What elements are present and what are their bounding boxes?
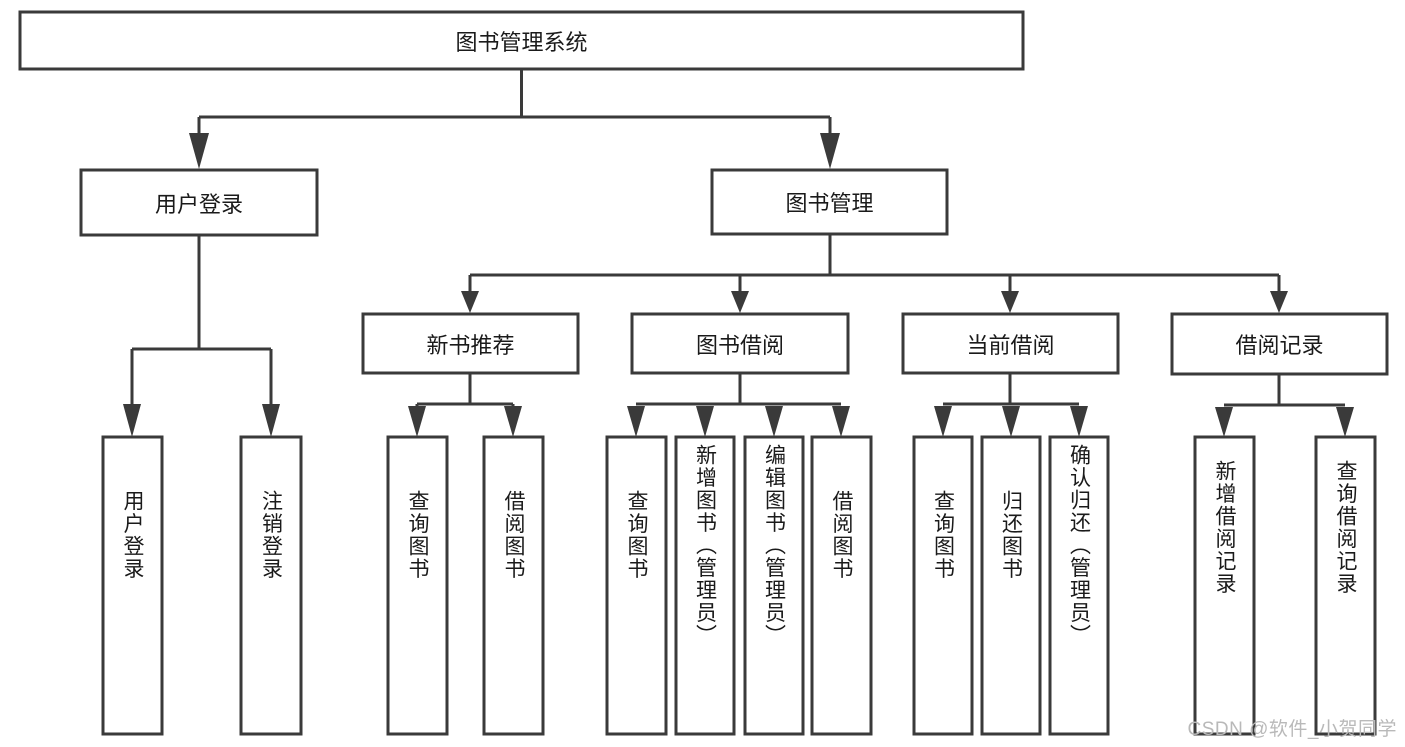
node-leaf-query-record[interactable] — [1314, 435, 1377, 736]
node-leaf-edit-book[interactable] — [743, 435, 805, 736]
arrow-head-leaf-add-record — [1215, 407, 1233, 437]
arrow-head-leaf-return-book — [1002, 406, 1020, 437]
arrow-head-leaf-borrow-book-2 — [832, 406, 850, 437]
node-book-borrow[interactable] — [630, 312, 850, 375]
arrow-head-leaf-query-book-1 — [408, 406, 426, 437]
node-leaf-query-book-2[interactable] — [605, 435, 668, 736]
arrow-head-leaf-logout — [262, 404, 280, 437]
arrow-head-current-borrow — [1001, 291, 1019, 313]
arrow-head-new-book-rec — [461, 291, 479, 313]
node-user-login[interactable] — [79, 168, 319, 237]
arrow-head-leaf-query-record — [1336, 407, 1354, 437]
arrow-head-leaf-borrow-book-1 — [504, 406, 522, 437]
arrow-head-leaf-user-login — [123, 404, 141, 437]
node-new-book-rec[interactable] — [361, 312, 580, 375]
node-leaf-query-book-3[interactable] — [912, 435, 974, 736]
node-leaf-borrow-book-2[interactable] — [810, 435, 873, 736]
node-leaf-add-book[interactable] — [674, 435, 736, 736]
arrow-head-user-login — [189, 133, 209, 169]
arrow-head-leaf-query-book-2 — [627, 406, 645, 437]
arrow-head-borrow-record — [1270, 291, 1288, 313]
node-leaf-add-record[interactable] — [1193, 435, 1256, 736]
node-leaf-borrow-book-1[interactable] — [482, 435, 545, 736]
arrow-head-book-manage — [820, 133, 840, 169]
arrow-head-leaf-confirm-return — [1070, 406, 1088, 437]
node-leaf-return-book[interactable] — [980, 435, 1042, 736]
node-current-borrow[interactable] — [901, 312, 1120, 375]
arrow-head-leaf-edit-book — [765, 406, 783, 437]
node-borrow-record[interactable] — [1170, 312, 1389, 376]
node-root[interactable] — [18, 10, 1025, 71]
node-book-manage[interactable] — [710, 168, 949, 236]
arrow-head-leaf-add-book — [696, 406, 714, 437]
node-leaf-query-book-1[interactable] — [386, 435, 449, 736]
arrow-head-book-borrow — [731, 291, 749, 313]
node-leaf-user-login[interactable] — [101, 435, 164, 736]
node-leaf-logout[interactable] — [239, 435, 303, 736]
node-leaf-confirm-return[interactable] — [1048, 435, 1110, 736]
arrow-head-leaf-query-book-3 — [934, 406, 952, 437]
